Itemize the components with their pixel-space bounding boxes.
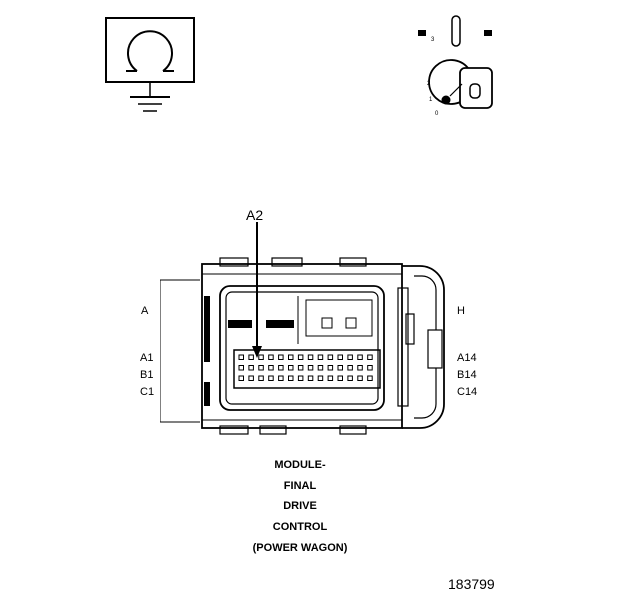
pin-cavity-b8 <box>307 365 314 371</box>
pin-cavity-b4 <box>268 365 274 371</box>
ignition-key-switch-icon <box>418 15 493 109</box>
pin-cavity-a9 <box>317 354 324 360</box>
pin-cavity-b1 <box>238 365 244 371</box>
ignition-position-3: 3 <box>431 37 435 43</box>
pin-cavity-b2 <box>248 365 254 371</box>
pin-cavity-b12 <box>347 365 353 371</box>
connector-row-label-left-a1: A1 <box>140 352 154 364</box>
connector-drawing <box>160 257 445 435</box>
caption-line-2: FINAL <box>283 480 317 492</box>
pin-cavity-a6 <box>288 354 294 360</box>
connector-row-label-right-a14: A14 <box>457 352 477 364</box>
ground-symbol-icon <box>105 17 195 112</box>
pin-cavity-a11 <box>337 354 343 360</box>
pin-cavity-a4 <box>268 354 274 360</box>
pin-cavity-b10 <box>327 365 334 371</box>
pin-cavity-c11 <box>337 375 343 381</box>
pin-cavity-c2 <box>248 375 254 381</box>
connector-row-label-left-c1: C1 <box>140 386 155 398</box>
pin-cavity-b13 <box>357 365 363 371</box>
pin-cavity-a14 <box>367 354 373 360</box>
pin-cavity-b14 <box>367 365 373 371</box>
callout-label: A2 <box>246 207 264 223</box>
pin-cavity-a1 <box>238 354 244 360</box>
pin-cavity-b9 <box>317 365 324 371</box>
pin-cavity-c10 <box>327 375 334 381</box>
connector-row-label-right-c14: C14 <box>457 386 478 398</box>
pin-cavity-b3 <box>258 365 264 371</box>
pin-cavity-a2 <box>248 354 254 360</box>
ignition-position-1: 1 <box>429 97 433 103</box>
pin-cavity-a8 <box>307 354 314 360</box>
connector-row-label-right-b14: B14 <box>457 369 477 381</box>
caption-line-4: CONTROL <box>272 521 328 533</box>
pin-cavity-a10 <box>327 354 334 360</box>
pin-cavity-c1 <box>238 375 244 381</box>
pin-cavity-a7 <box>297 354 304 360</box>
ignition-position-0: 0 <box>435 111 439 117</box>
pin-cavity-a5 <box>278 354 284 360</box>
pin-cavity-c13 <box>357 375 363 381</box>
pin-cavity-a3 <box>258 354 264 360</box>
pin-cavity-b6 <box>288 365 294 371</box>
pin-cavity-c4 <box>268 375 274 381</box>
callout-arrow <box>252 222 262 358</box>
pin-cavity-c9 <box>317 375 324 381</box>
pin-cavity-c12 <box>347 375 353 381</box>
caption-line-1: MODULE- <box>274 459 326 471</box>
pin-cavity-c8 <box>307 375 314 381</box>
connector-label-left-header: A <box>141 305 149 317</box>
pin-cavity-c14 <box>367 375 373 381</box>
caption-line-3: DRIVE <box>283 500 317 512</box>
pin-cavity-a12 <box>347 354 353 360</box>
pin-cavity-c7 <box>297 375 304 381</box>
pin-cavity-a13 <box>357 354 363 360</box>
ignition-position-2: 2 <box>427 81 431 87</box>
figure-number: 183799 <box>448 576 495 592</box>
pin-cavity-c5 <box>278 375 284 381</box>
caption-line-5: (POWER WAGON) <box>252 542 348 554</box>
pin-cavity-b5 <box>278 365 284 371</box>
connector-label-right-header: H <box>457 305 465 317</box>
connector-row-label-left-b1: B1 <box>140 369 154 381</box>
pin-cavity-c6 <box>288 375 294 381</box>
pin-cavity-b11 <box>337 365 343 371</box>
pin-cavity-b7 <box>297 365 304 371</box>
pin-cavity-c3 <box>258 375 264 381</box>
